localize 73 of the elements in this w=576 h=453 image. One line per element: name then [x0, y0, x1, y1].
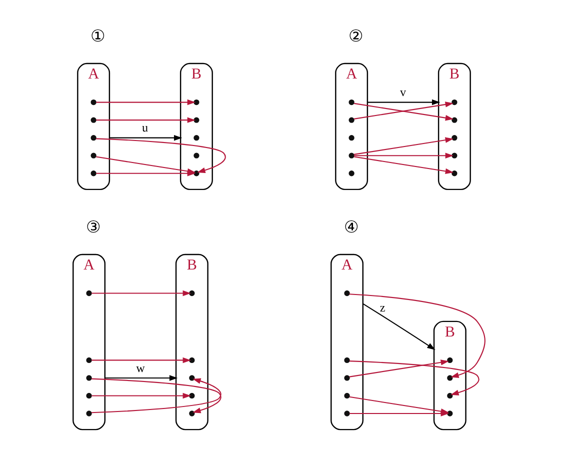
arrow	[350, 410, 449, 416]
node-cross	[447, 410, 453, 416]
node-cross	[452, 170, 458, 176]
node-cross	[344, 290, 350, 296]
edge-label: w	[136, 360, 145, 375]
node-cross	[348, 170, 354, 176]
arrow	[96, 99, 196, 106]
cluster: A	[77, 62, 110, 190]
node-cross	[452, 152, 458, 158]
label: ④	[344, 217, 360, 236]
node-cross	[194, 135, 200, 141]
node-cross	[344, 357, 350, 364]
arrow	[354, 137, 454, 155]
edge-label: v	[400, 85, 406, 100]
cluster: A	[72, 254, 106, 430]
cluster: A	[330, 254, 364, 430]
arrow	[92, 357, 191, 364]
node-cross	[90, 135, 96, 141]
node-cross	[90, 99, 96, 106]
cluster: B	[180, 62, 213, 190]
node-cross	[90, 152, 96, 158]
node-cross	[86, 392, 92, 399]
arrow	[350, 360, 480, 396]
arrow	[109, 134, 182, 141]
cluster: B	[175, 254, 208, 430]
node-cross	[194, 117, 200, 123]
arrow	[104, 375, 178, 381]
node-cross	[189, 375, 195, 381]
arrow	[92, 392, 191, 399]
cluster: A	[335, 62, 368, 190]
cluster: B	[438, 62, 471, 190]
node-cross	[86, 375, 92, 381]
node-cross	[452, 99, 458, 106]
arrow	[354, 152, 454, 158]
arrow	[92, 378, 222, 414]
arrow	[96, 170, 196, 176]
arrow	[349, 294, 486, 378]
node-cross	[86, 290, 92, 296]
label: ②	[348, 26, 364, 46]
arrow	[349, 360, 449, 378]
cluster: B	[433, 320, 466, 430]
node-cross	[194, 99, 200, 106]
arrow	[92, 290, 191, 296]
node-cross	[348, 117, 354, 123]
node-cross	[452, 135, 458, 141]
node-cross	[90, 170, 96, 176]
edge-label: u	[142, 120, 148, 135]
node-cross	[447, 392, 453, 399]
node-cross	[194, 152, 200, 158]
node-cross	[344, 375, 350, 381]
node-cross	[189, 410, 195, 416]
node-cross	[86, 410, 92, 416]
label: ①	[90, 26, 106, 46]
node-cross	[189, 357, 195, 364]
label: ③	[86, 217, 102, 236]
node-cross	[86, 357, 92, 364]
node-cross	[447, 357, 453, 364]
arrow	[96, 117, 196, 123]
node-cross	[189, 290, 195, 296]
node-cross	[90, 117, 96, 123]
node-cross	[452, 117, 458, 123]
node-cross	[447, 375, 453, 381]
node-cross	[344, 392, 350, 399]
node-cross	[348, 99, 354, 106]
node-cross	[189, 392, 195, 399]
node-cross	[348, 135, 354, 141]
arrow	[367, 99, 440, 106]
arrow	[354, 156, 454, 174]
node-cross	[194, 170, 200, 176]
edge-label: z	[380, 300, 386, 314]
arrow	[362, 303, 436, 350]
node-cross	[348, 152, 354, 158]
node-cross	[344, 410, 350, 416]
